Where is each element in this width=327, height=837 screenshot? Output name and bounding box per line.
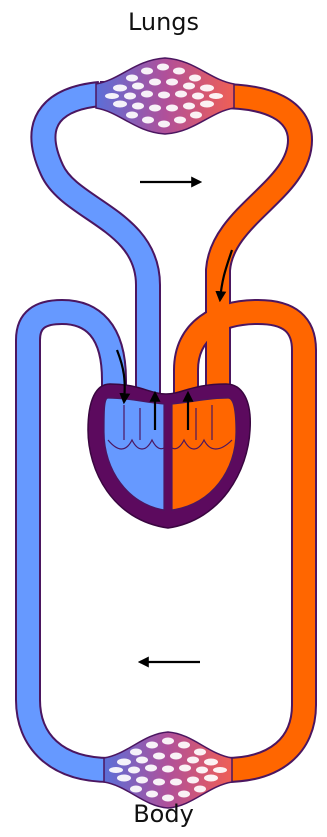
lungs-label: Lungs [0, 8, 327, 36]
lungs-capillary-bed [96, 58, 234, 134]
body-label: Body [0, 800, 327, 828]
heart [88, 384, 250, 528]
body-capillary-bed [104, 732, 232, 808]
